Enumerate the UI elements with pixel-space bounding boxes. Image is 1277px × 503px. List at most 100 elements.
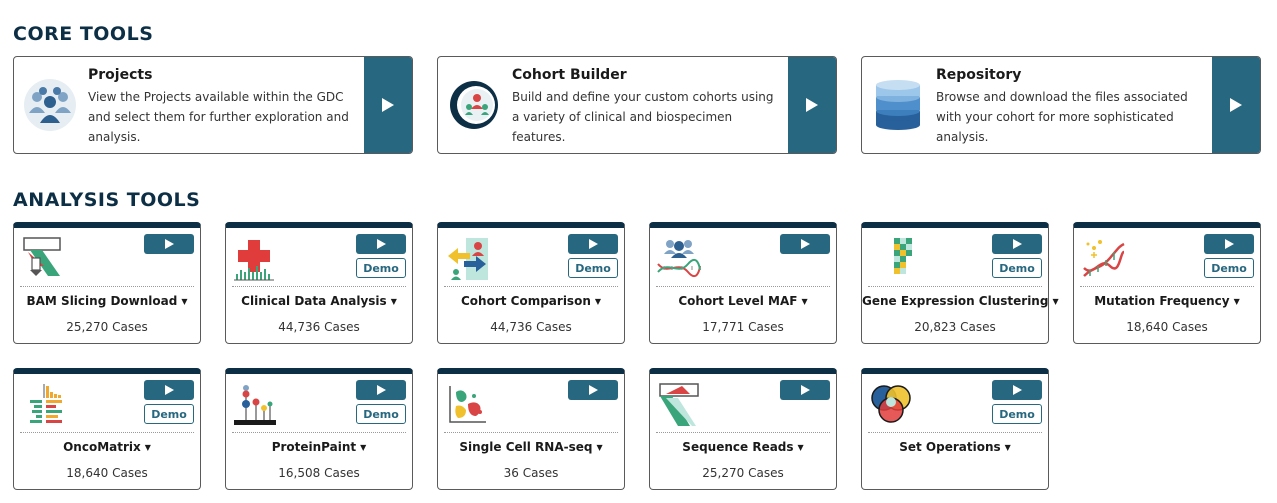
- tool-name: OncoMatrix: [63, 440, 141, 454]
- core-card-repository: Repository Browse and download the files…: [861, 56, 1261, 154]
- demo-button[interactable]: Demo: [992, 258, 1042, 278]
- caret-down-icon: ▼: [144, 443, 151, 452]
- tool-card-proteinpaint: Demo ProteinPaint▼ 16,508 Cases: [225, 368, 413, 490]
- caret-down-icon: ▼: [1233, 297, 1240, 306]
- analysis-tools-heading: ANALYSIS TOOLS: [13, 189, 201, 211]
- bam-slicing-icon: [20, 236, 66, 282]
- tool-name: Gene Expression Clustering: [862, 294, 1049, 308]
- tool-card-clinical-data-analysis: Demo Clinical Data Analysis▼ 44,736 Case…: [225, 222, 413, 344]
- tool-name-dropdown[interactable]: Cohort Comparison▼: [438, 294, 624, 308]
- play-icon: [588, 239, 598, 249]
- tool-name: Cohort Level MAF: [678, 294, 798, 308]
- heatmap-icon: [868, 236, 914, 282]
- core-card-title: Cohort Builder: [512, 67, 627, 83]
- play-icon: [800, 239, 810, 249]
- run-tool-button[interactable]: [568, 380, 618, 400]
- lollipop-icon: [232, 382, 278, 428]
- tool-name-dropdown[interactable]: Single Cell RNA-seq▼: [438, 440, 624, 454]
- play-icon: [1012, 385, 1022, 395]
- run-tool-button[interactable]: [356, 234, 406, 254]
- play-icon: [382, 98, 394, 112]
- run-tool-button[interactable]: [780, 380, 830, 400]
- open-repository-button[interactable]: [1212, 57, 1260, 153]
- tool-card-oncomatrix: Demo OncoMatrix▼ 18,640 Cases: [13, 368, 201, 490]
- tool-name-dropdown[interactable]: Set Operations▼: [862, 440, 1048, 454]
- clinical-data-icon: [232, 236, 278, 282]
- tool-name-dropdown[interactable]: Mutation Frequency▼: [1074, 294, 1260, 308]
- tool-name-dropdown[interactable]: OncoMatrix▼: [14, 440, 200, 454]
- card-divider: [444, 286, 618, 287]
- case-count: 44,736 Cases: [278, 320, 360, 334]
- open-projects-button[interactable]: [364, 57, 412, 153]
- run-tool-button[interactable]: [992, 380, 1042, 400]
- core-card-description: Build and define your custom cohorts usi…: [512, 90, 774, 144]
- play-icon: [376, 239, 386, 249]
- caret-down-icon: ▼: [801, 297, 808, 306]
- caret-down-icon: ▼: [1004, 443, 1011, 452]
- run-tool-button[interactable]: [992, 234, 1042, 254]
- caret-down-icon: ▼: [797, 443, 804, 452]
- tool-card-cohort-comparison: Demo Cohort Comparison▼ 44,736 Cases: [437, 222, 625, 344]
- tool-name: Cohort Comparison: [460, 294, 591, 308]
- tool-name: Set Operations: [899, 440, 1001, 454]
- tool-name-dropdown[interactable]: Gene Expression Clustering▼: [862, 294, 1059, 308]
- run-tool-button[interactable]: [568, 234, 618, 254]
- case-count: 17,771 Cases: [702, 320, 784, 334]
- tool-name-dropdown[interactable]: Cohort Level MAF▼: [650, 294, 836, 308]
- tool-name-dropdown[interactable]: BAM Slicing Download▼: [14, 294, 200, 308]
- demo-button[interactable]: Demo: [144, 404, 194, 424]
- run-tool-button[interactable]: [356, 380, 406, 400]
- tool-card-mutation-frequency: Demo Mutation Frequency▼ 18,640 Cases: [1073, 222, 1261, 344]
- case-count: 25,270 Cases: [66, 320, 148, 334]
- run-tool-button[interactable]: [780, 234, 830, 254]
- core-card-projects: Projects View the Projects available wit…: [13, 56, 413, 154]
- cohort-comparison-icon: [444, 236, 490, 282]
- play-icon: [800, 385, 810, 395]
- core-card-title: Repository: [936, 67, 1022, 83]
- case-count: 36 Cases: [503, 466, 559, 480]
- caret-down-icon: ▼: [181, 297, 188, 306]
- tool-name: Sequence Reads: [682, 440, 794, 454]
- play-icon: [376, 385, 386, 395]
- run-tool-button[interactable]: [144, 234, 194, 254]
- demo-button[interactable]: Demo: [356, 404, 406, 424]
- tool-card-set-operations: Demo Set Operations▼: [861, 368, 1049, 490]
- caret-down-icon: ▼: [360, 443, 367, 452]
- tool-card-gene-expression-clustering: Demo Gene Expression Clustering▼ 20,823 …: [861, 222, 1059, 344]
- case-count: 18,640 Cases: [66, 466, 148, 480]
- core-card-cohort-builder: Cohort Builder Build and define your cus…: [437, 56, 837, 154]
- tool-name-dropdown[interactable]: ProteinPaint▼: [226, 440, 412, 454]
- demo-button[interactable]: Demo: [356, 258, 406, 278]
- venn-diagram-icon: [868, 382, 914, 428]
- tool-name-dropdown[interactable]: Clinical Data Analysis▼: [226, 294, 412, 308]
- oncomatrix-icon: [20, 382, 66, 428]
- tool-name: BAM Slicing Download: [26, 294, 178, 308]
- card-divider: [444, 432, 618, 433]
- run-tool-button[interactable]: [1204, 234, 1254, 254]
- play-icon: [806, 98, 818, 112]
- tool-name-dropdown[interactable]: Sequence Reads▼: [650, 440, 836, 454]
- cohort-maf-icon: [656, 236, 702, 282]
- caret-down-icon: ▼: [596, 443, 603, 452]
- demo-button[interactable]: Demo: [1204, 258, 1254, 278]
- tool-name: Clinical Data Analysis: [241, 294, 387, 308]
- tool-card-single-cell-rna-seq: Single Cell RNA-seq▼ 36 Cases: [437, 368, 625, 490]
- card-divider: [1080, 286, 1254, 287]
- tool-card-sequence-reads: Sequence Reads▼ 25,270 Cases: [649, 368, 837, 490]
- demo-button[interactable]: Demo: [568, 258, 618, 278]
- core-card-description: Browse and download the files associated…: [936, 90, 1188, 144]
- play-icon: [164, 239, 174, 249]
- core-card-description: View the Projects available within the G…: [88, 90, 349, 144]
- case-count: 44,736 Cases: [490, 320, 572, 334]
- case-count: 20,823 Cases: [914, 320, 996, 334]
- tool-name: Mutation Frequency: [1094, 294, 1230, 308]
- open-cohort-builder-button[interactable]: [788, 57, 836, 153]
- case-count: 25,270 Cases: [702, 466, 784, 480]
- tool-card-cohort-level-maf: Cohort Level MAF▼ 17,771 Cases: [649, 222, 837, 344]
- dna-mutation-icon: [1080, 236, 1126, 282]
- run-tool-button[interactable]: [144, 380, 194, 400]
- card-divider: [232, 286, 406, 287]
- demo-button[interactable]: Demo: [992, 404, 1042, 424]
- case-count: 16,508 Cases: [278, 466, 360, 480]
- card-divider: [656, 286, 830, 287]
